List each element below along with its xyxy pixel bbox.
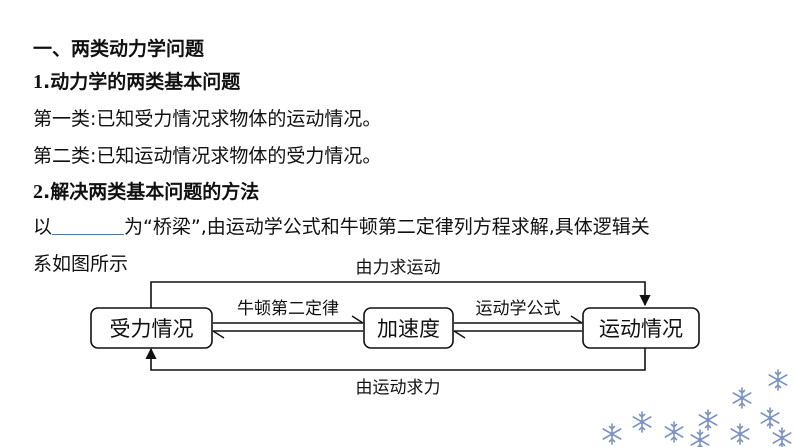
node-accel-label: 加速度 bbox=[377, 317, 440, 341]
harpoon-accel-motion bbox=[453, 315, 583, 339]
type1-text: 第一类:已知受力情况求物体的运动情况。 bbox=[33, 108, 382, 130]
node-motion-box bbox=[582, 307, 700, 349]
node-force-label: 受力情况 bbox=[110, 317, 194, 341]
harpoon-force-accel bbox=[212, 315, 364, 339]
answer-blank bbox=[52, 214, 125, 235]
method-prefix: 以 bbox=[33, 216, 53, 238]
snowflake-icon bbox=[730, 423, 750, 445]
snowflake-icon bbox=[732, 387, 752, 409]
item1-title: .动力学的两类基本问题 bbox=[43, 71, 241, 93]
method-line2: 系如图所示 bbox=[33, 253, 129, 275]
edge-label-newton: 牛顿第二定律 bbox=[237, 299, 339, 319]
edge-label-kinematics: 运动学公式 bbox=[476, 299, 561, 319]
edge-label-force-to-motion: 由力求运动 bbox=[356, 258, 441, 278]
method-suffix: 为“桥梁”,由运动学公式和牛顿第二定律列方程求解,具体逻辑关 bbox=[124, 216, 650, 238]
item2-heading: 2.解决两类基本问题的方法 bbox=[33, 180, 259, 204]
edge-force-to-motion bbox=[150, 281, 651, 308]
edge-label-motion-to-force: 由运动求力 bbox=[356, 378, 441, 398]
item2-title: .解决两类基本问题的方法 bbox=[43, 181, 260, 203]
snowflake-icon bbox=[602, 423, 622, 445]
edge-motion-to-force bbox=[145, 346, 646, 371]
node-accel-box bbox=[363, 307, 454, 349]
node-force-box bbox=[90, 307, 213, 349]
snowflake-icon bbox=[698, 409, 718, 431]
snowflake-icon bbox=[768, 369, 788, 391]
item2-number: 2 bbox=[33, 181, 43, 203]
section-heading: 一、两类动力学问题 bbox=[33, 38, 205, 60]
item1-heading: 1.动力学的两类基本问题 bbox=[33, 70, 240, 94]
snowflake-icon bbox=[760, 407, 780, 429]
snowflake-icon bbox=[632, 411, 652, 433]
snowflake-icon bbox=[664, 421, 684, 443]
node-motion-label: 运动情况 bbox=[599, 317, 683, 341]
type2-text: 第二类:已知运动情况求物体的受力情况。 bbox=[33, 145, 382, 167]
method-line1: 以 为“桥梁”,由运动学公式和牛顿第二定律列方程求解,具体逻辑关 bbox=[33, 214, 650, 239]
snowflake-icon bbox=[772, 427, 792, 447]
snowflake-icon bbox=[690, 429, 710, 447]
item1-number: 1 bbox=[33, 71, 43, 93]
